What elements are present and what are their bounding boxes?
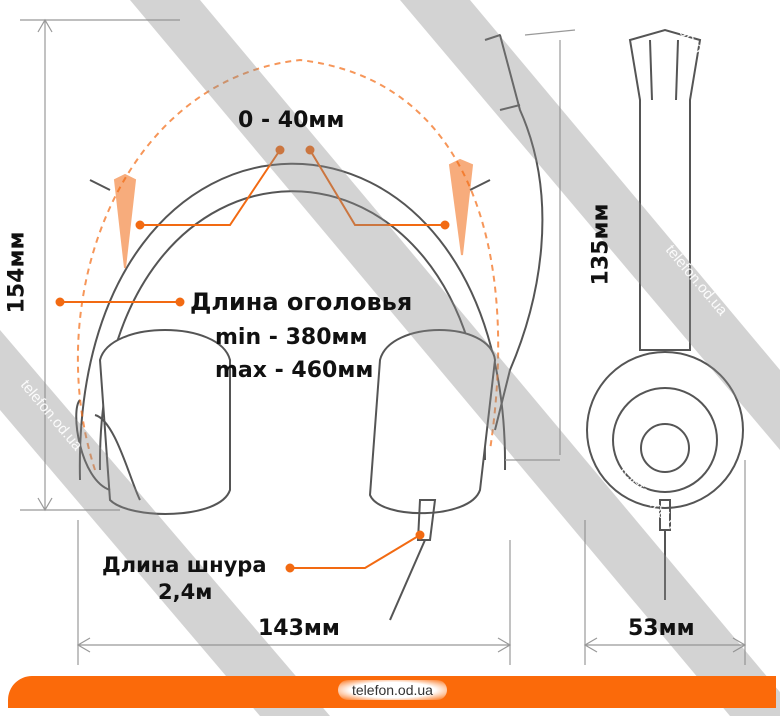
watermark-band <box>400 0 780 450</box>
footer-banner: telefon.od.ua <box>8 676 776 708</box>
height-dimension: 154мм <box>4 231 30 314</box>
banner-site-text[interactable]: telefon.od.ua <box>338 680 447 700</box>
watermark-text: telefon.od.ua <box>517 577 586 655</box>
cable-length-value: 2,4м <box>158 580 213 604</box>
headband-inner <box>98 190 486 471</box>
depth-dimension: 53мм <box>628 616 695 641</box>
mic-length-dimension: 135мм <box>588 203 614 286</box>
headband-outer <box>78 162 507 481</box>
right-earcup <box>368 329 497 515</box>
cable-length-title: Длина шнура <box>102 553 267 577</box>
mic-boom <box>484 33 544 431</box>
headband-min-length: min - 380мм <box>215 325 368 350</box>
side-view-headband <box>628 28 702 351</box>
adjust-range-label: 0 - 40мм <box>238 108 345 133</box>
left-earcup <box>98 329 231 515</box>
watermark-band <box>130 0 780 716</box>
side-view-earcup <box>586 351 744 509</box>
headband-max-length: max - 460мм <box>215 358 374 383</box>
headband-length-title: Длина оголовья <box>190 288 413 316</box>
watermark-band <box>0 330 330 716</box>
width-dimension: 143мм <box>258 616 340 641</box>
